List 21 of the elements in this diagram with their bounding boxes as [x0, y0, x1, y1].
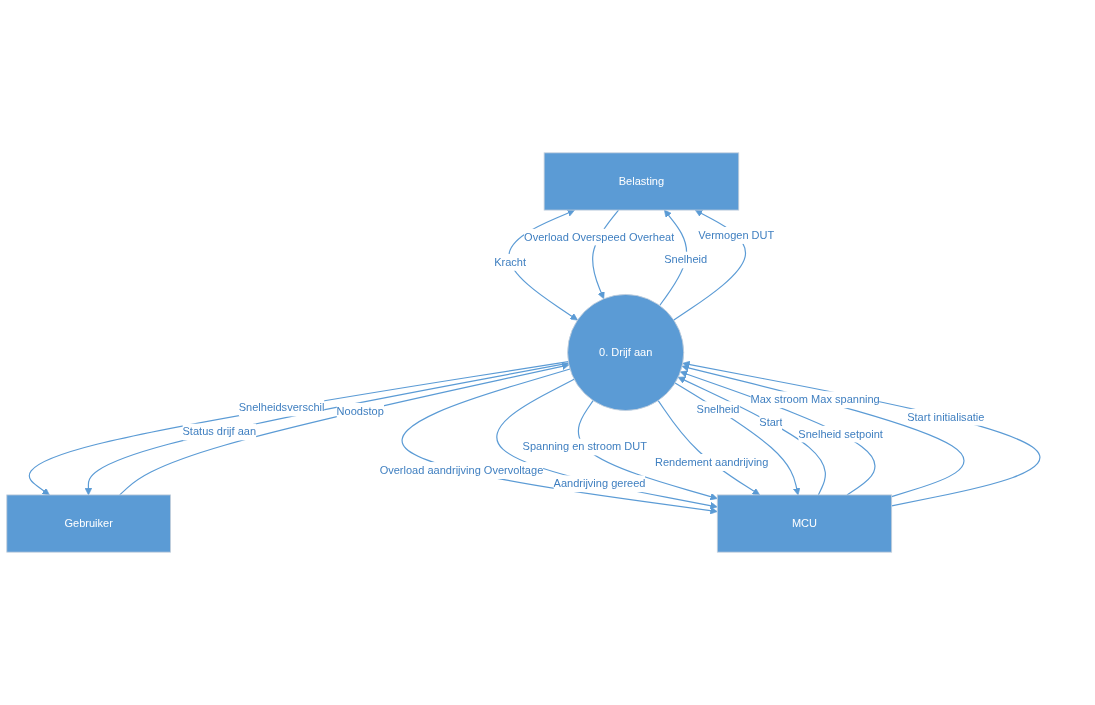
node-box [6, 494, 171, 553]
node-box [716, 494, 893, 553]
arrow [677, 376, 826, 496]
edge-label: Start initialisatie [907, 410, 985, 424]
edge-label: Snelheid [696, 402, 740, 416]
edge-label: Spanning en stroom DUT [522, 440, 647, 453]
node-circle [567, 294, 685, 411]
edge-label: Rendement aandrijving [654, 455, 769, 469]
edge-label: Status drijf aan [182, 425, 257, 438]
edge-label: Snelheidsverschil [238, 401, 325, 415]
edge-label: Noodstop [336, 404, 384, 418]
edge-label: Kracht [494, 255, 526, 269]
arrow [657, 399, 760, 496]
node-box [543, 152, 740, 211]
arrow [674, 382, 801, 496]
edge-label: Overload aandrijving Overvoltage [379, 463, 544, 477]
edge-label: Max stroom Max spanning [750, 392, 880, 406]
edge-label: Start [759, 416, 783, 429]
arrow [681, 364, 965, 498]
edge-label: Overload Overspeed Overheat [524, 230, 675, 244]
arrow [682, 360, 1041, 507]
